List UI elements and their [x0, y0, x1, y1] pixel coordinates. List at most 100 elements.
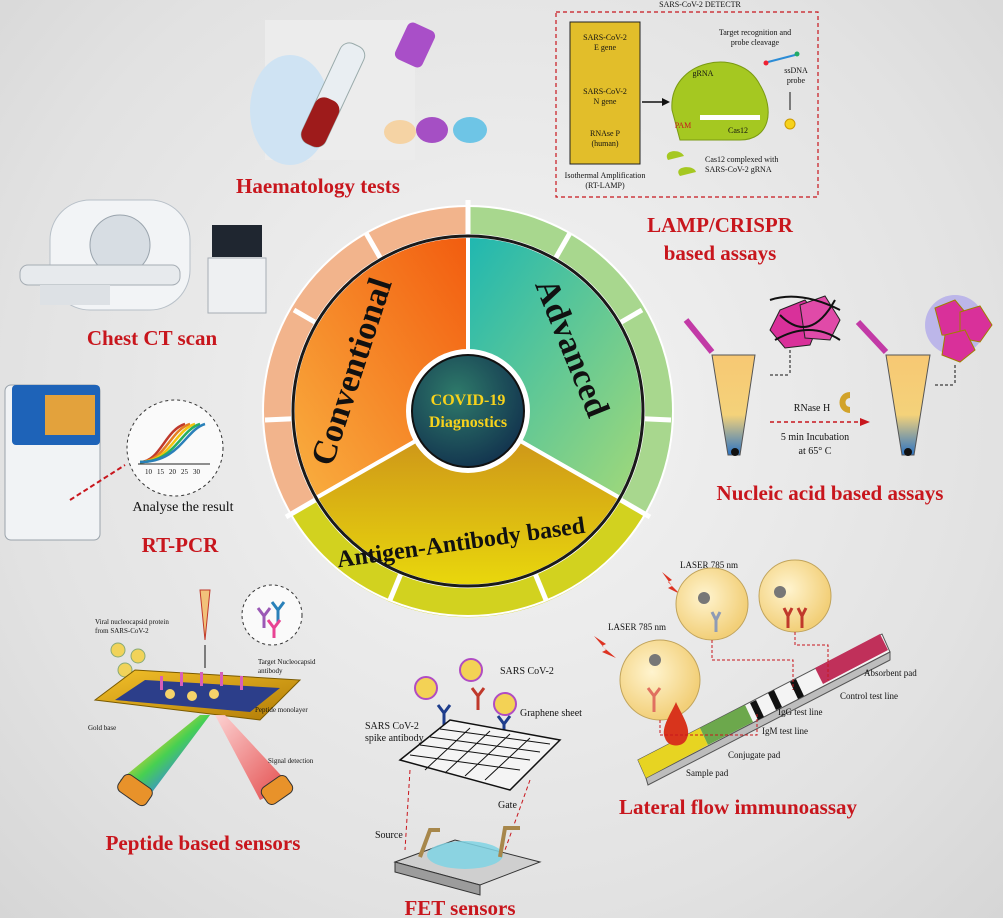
iso-amp-1: Isothermal Amplification: [565, 171, 646, 180]
absorbent-pad: [815, 634, 888, 684]
pcr-tick-20: 20: [169, 468, 177, 476]
fet-gate-label: Gate: [498, 800, 517, 811]
pcr-tick-15: 15: [157, 468, 165, 476]
probe-end-red: [763, 60, 769, 66]
graphene-sheet: [398, 719, 562, 791]
ssdna-label-1: ssDNA: [784, 66, 808, 75]
igm-label: IgM test line: [762, 726, 808, 736]
fet-zoom-line-right: [504, 779, 531, 851]
fet-droplet: [427, 841, 503, 869]
pam-label: PAM: [675, 121, 692, 130]
tube-right: [885, 354, 931, 456]
diagnostics-wheel: COVID-19 Diagnostics Conventional Advanc…: [262, 200, 674, 618]
lateral-leader-lines: [659, 632, 829, 736]
rnase-p-2: (human): [591, 139, 618, 148]
target-antibody-1: Target Nucleocapsid: [258, 658, 316, 666]
peptide-illustration: Viral nucleocapsid protein from SARS-CoV…: [88, 584, 316, 807]
incubation-label-1: 5 min Incubation: [781, 432, 849, 443]
zoom-tl-antibody: [710, 611, 722, 632]
nucleic-acid-illustration: RNase H 5 min Incubation at 65° C: [683, 295, 993, 457]
igg-line: [768, 690, 782, 710]
pcr-result-zoom: [126, 399, 224, 497]
virus-2: [130, 648, 146, 664]
inner-circle-outline: [291, 234, 645, 588]
fet-zoom-line-left: [404, 769, 411, 851]
fet-gate-electrode: [498, 826, 520, 858]
cleaved-probe-signal: [784, 118, 796, 130]
gene-e-1: SARS-CoV-2: [583, 33, 627, 42]
pcr-tick-10: 10: [145, 468, 153, 476]
sample-pad-label: Sample pad: [686, 768, 729, 778]
probe-end-green: [794, 51, 800, 57]
iso-amp-2: (RT-LAMP): [585, 181, 625, 190]
grna-label: gRNA: [693, 69, 714, 78]
incubation-label-2: at 65° C: [799, 446, 832, 457]
cap-purple: [416, 117, 448, 143]
tube-left-dot: [731, 448, 739, 456]
test-strip-edge: [645, 651, 891, 786]
absorbent-label: Absorbent pad: [864, 668, 917, 678]
complex-label-1: Cas12 complexed with: [705, 155, 778, 164]
rtpcr-illustration: 10 15 20 25 30 Analyse the result: [4, 384, 234, 541]
label-nucleic: Nucleic acid based assays: [717, 481, 944, 505]
laser-top-bolt: [662, 572, 680, 594]
nanoparticle-aggregate: [769, 295, 841, 349]
blood-fill: [301, 97, 340, 148]
lateral-zoom-top-right: [758, 559, 832, 633]
light-source: [117, 773, 153, 807]
gene-e-2: E gene: [594, 43, 616, 52]
incident-light-beam: [120, 715, 210, 795]
lateral-flow-illustration: LASER 785 nm LASER 785 nm Absorbent pad …: [594, 559, 917, 786]
fet-source-label: Source: [375, 830, 403, 841]
sample-pad: [638, 728, 708, 778]
zoom-tr-antibody-2: [796, 607, 808, 628]
cas12-complex-1: [666, 151, 684, 160]
label-lateral-flow: Lateral flow immunoassay: [619, 795, 857, 819]
peptide-layer: [115, 680, 280, 712]
label-haematology: Haematology tests: [236, 174, 400, 198]
virus-1: [110, 642, 126, 658]
laser-top-label: LASER 785 nm: [680, 560, 738, 570]
pcr-tick-30: 30: [193, 468, 201, 476]
label-chest-ct: Chest CT scan: [87, 326, 218, 350]
rnase-h-label: RNase H: [794, 403, 830, 414]
label-lamp-crispr-2: based assays: [664, 241, 777, 265]
tube-left-lid: [683, 318, 715, 354]
gold-base-label: Gold base: [88, 724, 116, 732]
crispr-title: SARS-CoV-2 DETECTR: [659, 0, 741, 9]
tube-cap-purple: [394, 22, 436, 68]
ct-monitor: [212, 225, 262, 257]
igg-label: IgG test line: [778, 707, 823, 717]
ssdna-probe: [767, 54, 796, 63]
outer-circle-outline: [262, 205, 674, 617]
haematology-illustration: [250, 20, 487, 165]
crispr-gene-panel: [569, 21, 641, 165]
dispersed-nanoparticles: [925, 295, 993, 363]
zoom-l-antibody: [646, 687, 662, 712]
target-recognition-2: probe cleavage: [731, 38, 780, 47]
ct-table: [19, 264, 181, 286]
tube-right-dot: [904, 448, 912, 456]
zoom-l-particle: [649, 654, 661, 666]
target-antibody-2: antibody: [258, 667, 283, 675]
conjugate-label: Conjugate pad: [728, 750, 781, 760]
spike-antibody-1: SARS CoV-2: [365, 721, 419, 732]
crispr-dna-strand: [700, 115, 760, 120]
label-peptide: Peptide based sensors: [106, 831, 301, 855]
zoom-tr-antibody-1: [782, 607, 794, 628]
ct-console: [207, 257, 267, 314]
zoom-tl-particle: [698, 592, 710, 604]
gene-n-1: SARS-CoV-2: [583, 87, 627, 96]
ssdna-label-2: probe: [787, 76, 806, 85]
cap-peach: [384, 120, 416, 144]
label-rtpcr: RT-PCR: [142, 533, 219, 557]
spike-antibody-2: spike antibody: [365, 733, 424, 744]
rnase-p-1: RNAse P: [590, 129, 621, 138]
graphene-label: Graphene sheet: [520, 708, 582, 719]
zoom-tr-particle: [774, 586, 786, 598]
ct-scanner-illustration: [19, 199, 267, 314]
label-lamp-crispr-1: LAMP/CRISPR: [647, 213, 794, 237]
antibody-glyphs: [256, 601, 286, 638]
